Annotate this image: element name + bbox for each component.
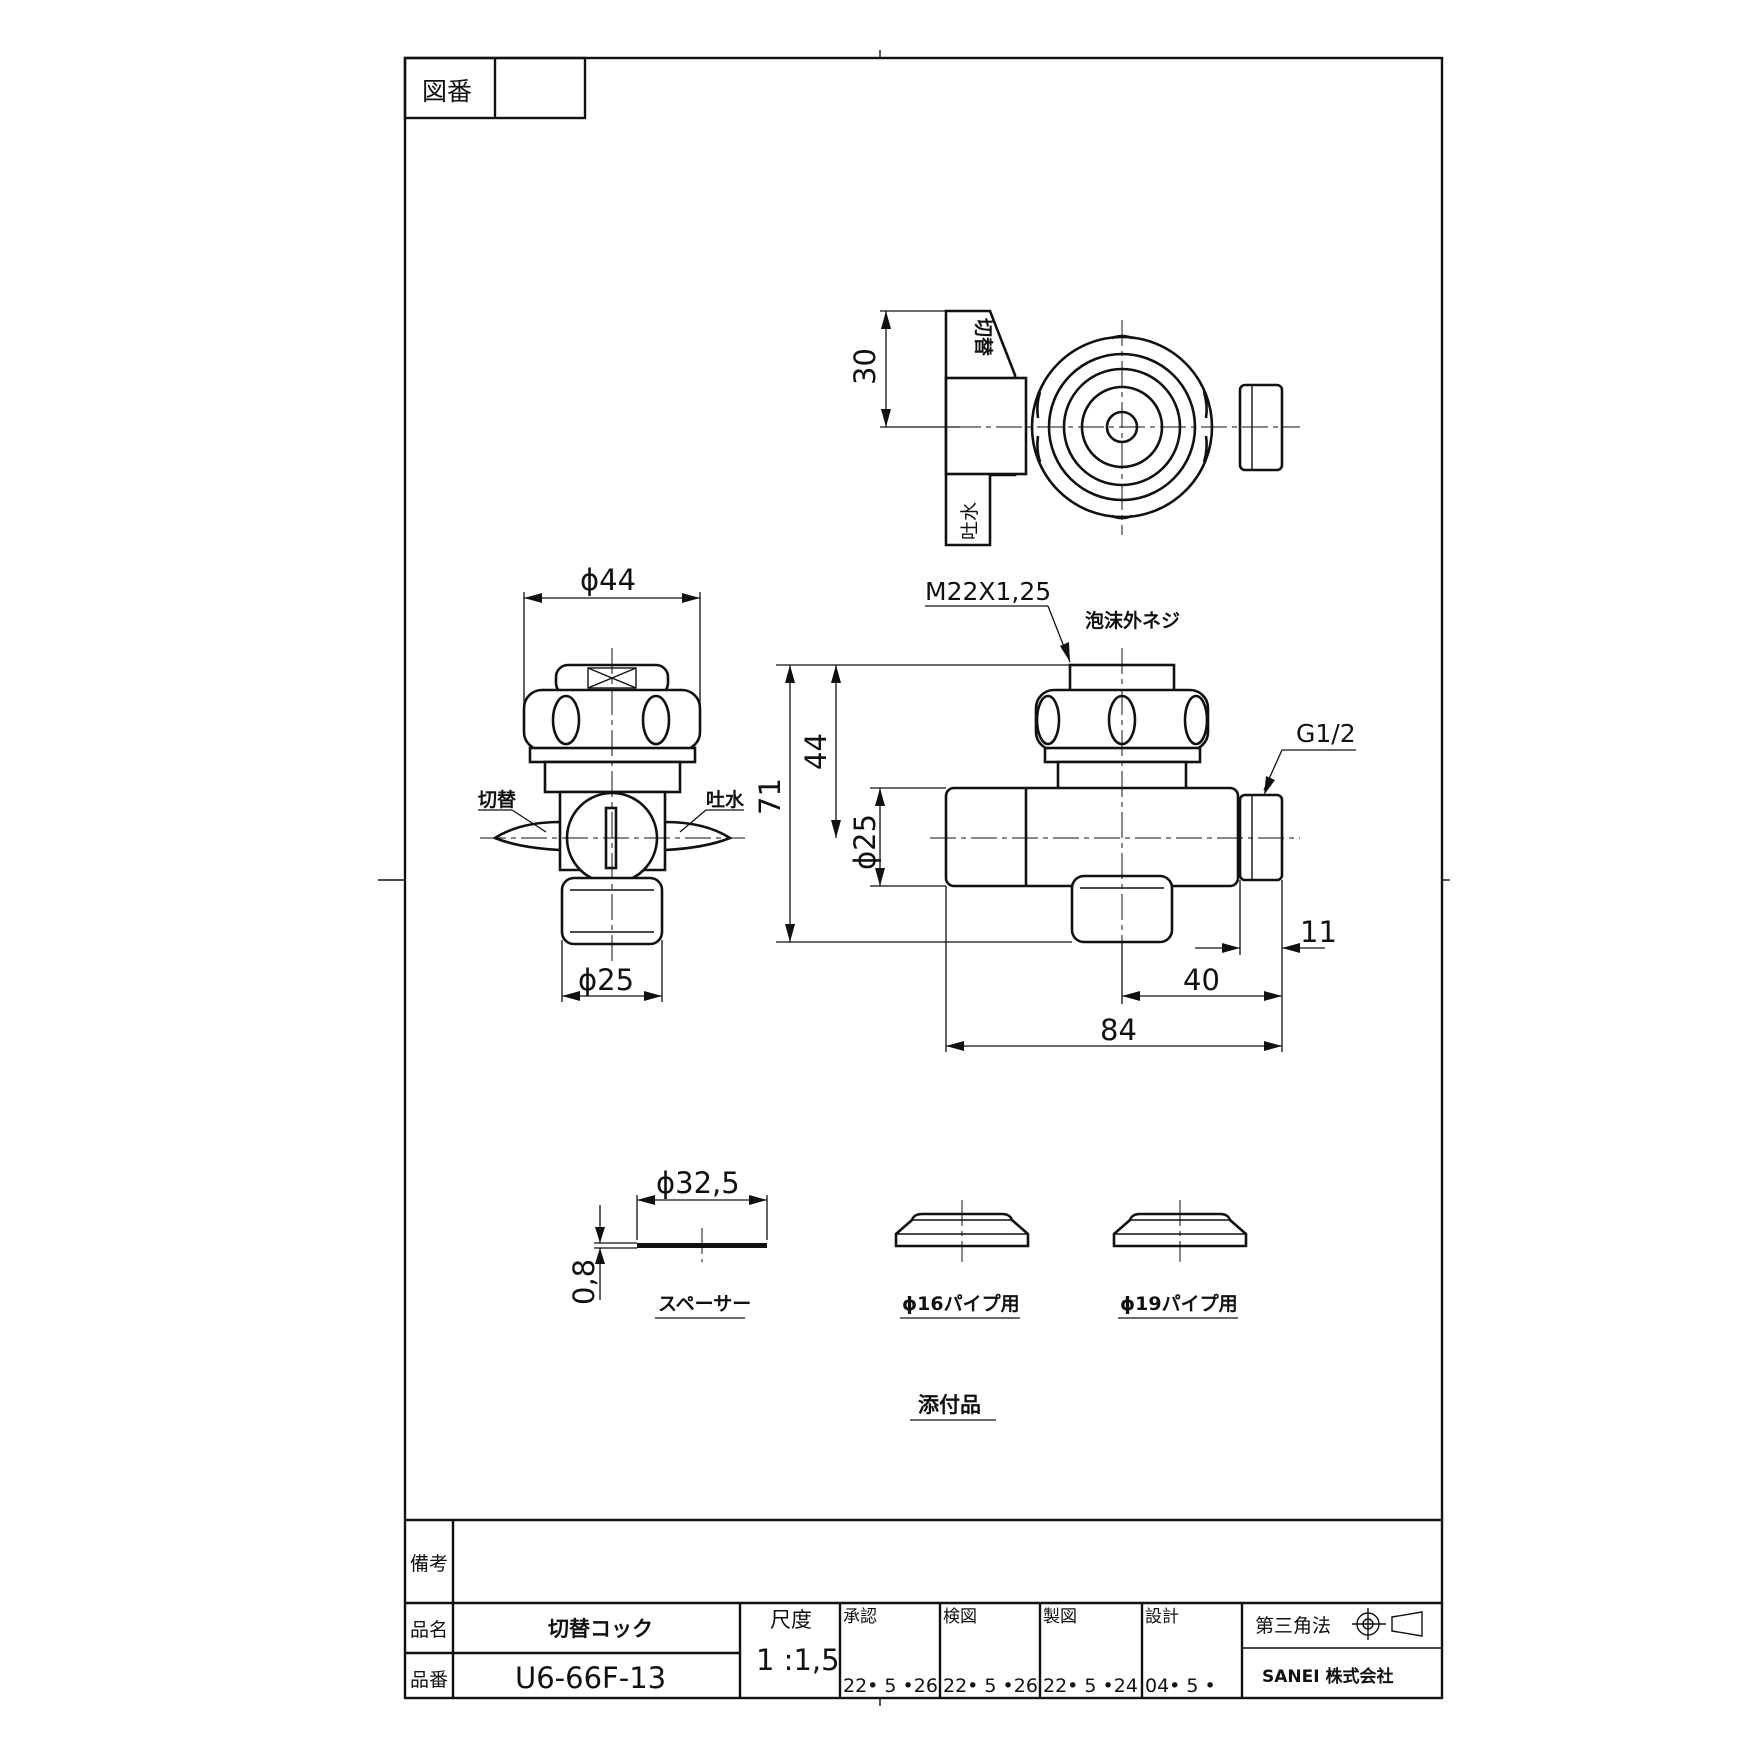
approved-date: 22• 5 •26	[843, 1675, 938, 1697]
side-switch-label: 切替	[478, 788, 517, 811]
company-name: SANEI 株式会社	[1262, 1666, 1393, 1687]
dim-side-phi25: ϕ25	[578, 963, 634, 997]
top-view-body	[944, 376, 1028, 476]
dim-71: 71	[753, 778, 787, 815]
cap-19-label: ϕ19パイプ用	[1120, 1292, 1238, 1315]
thread-g12-label: G1/2	[1296, 719, 1356, 748]
dim-40: 40	[1183, 963, 1220, 997]
spacer-thickness: 0,8	[567, 1259, 601, 1305]
projection-label: 第三角法	[1255, 1615, 1331, 1637]
product-name-value: 切替コック	[548, 1617, 653, 1641]
side-view: ϕ44 ϕ25 切替 吐水	[478, 563, 745, 1002]
scale-label: 尺度	[770, 1608, 812, 1632]
design-date: 04• 5 •	[1145, 1675, 1216, 1697]
spacer-label: スペーサー	[658, 1293, 751, 1315]
dim-front-phi25: ϕ25	[848, 814, 882, 870]
product-number-label: 品番	[410, 1669, 448, 1691]
dim-44: 44	[799, 733, 833, 770]
checked-date: 22• 5 •26	[943, 1675, 1038, 1697]
drawing-frame	[403, 56, 1444, 1700]
side-spout-label: 吐水	[706, 789, 745, 811]
dim-30: 30	[848, 348, 882, 385]
scale-value: 1 :1,5	[756, 1643, 840, 1677]
spacer-diameter: ϕ32,5	[656, 1166, 740, 1200]
drawn-date: 22• 5 •24	[1043, 1675, 1138, 1697]
approved-label: 承認	[843, 1607, 877, 1627]
front-view: 71 44 ϕ25 M22X1,25 泡沫外ネジ G1/2 11 40	[753, 577, 1356, 1052]
dim-11: 11	[1300, 915, 1337, 949]
third-angle-projection-icon	[1352, 1608, 1423, 1640]
accessories-label: 添付品	[918, 1393, 981, 1417]
cap-16-label: ϕ16パイプ用	[902, 1292, 1020, 1315]
design-label: 設計	[1145, 1607, 1179, 1627]
product-number-value: U6-66F-13	[515, 1661, 666, 1695]
top-handle-spout-label: 吐水	[959, 502, 981, 540]
dim-84: 84	[1100, 1013, 1137, 1047]
remarks-label: 備考	[410, 1553, 448, 1575]
drawing-number-label: 図番	[422, 77, 472, 106]
checked-label: 検図	[943, 1607, 977, 1627]
accessories: ϕ32,5 0,8 スペーサー ϕ16パイプ用 ϕ19パイプ用 添付品	[567, 1166, 1248, 1421]
front-view-body	[944, 786, 1240, 888]
top-view: 30 切替 吐水	[848, 309, 1300, 547]
drawn-label: 製図	[1043, 1607, 1077, 1627]
dim-phi44: ϕ44	[580, 563, 636, 597]
thread-m22-label: M22X1,25	[925, 577, 1051, 606]
title-block: 備考 品名 切替コック 品番 U6-66F-13 尺度 1 :1,5 承認 22…	[405, 1518, 1442, 1698]
top-handle-switch-label: 切替	[972, 318, 995, 357]
product-name-label: 品名	[410, 1619, 448, 1641]
thread-foam-label: 泡沫外ネジ	[1085, 609, 1180, 632]
